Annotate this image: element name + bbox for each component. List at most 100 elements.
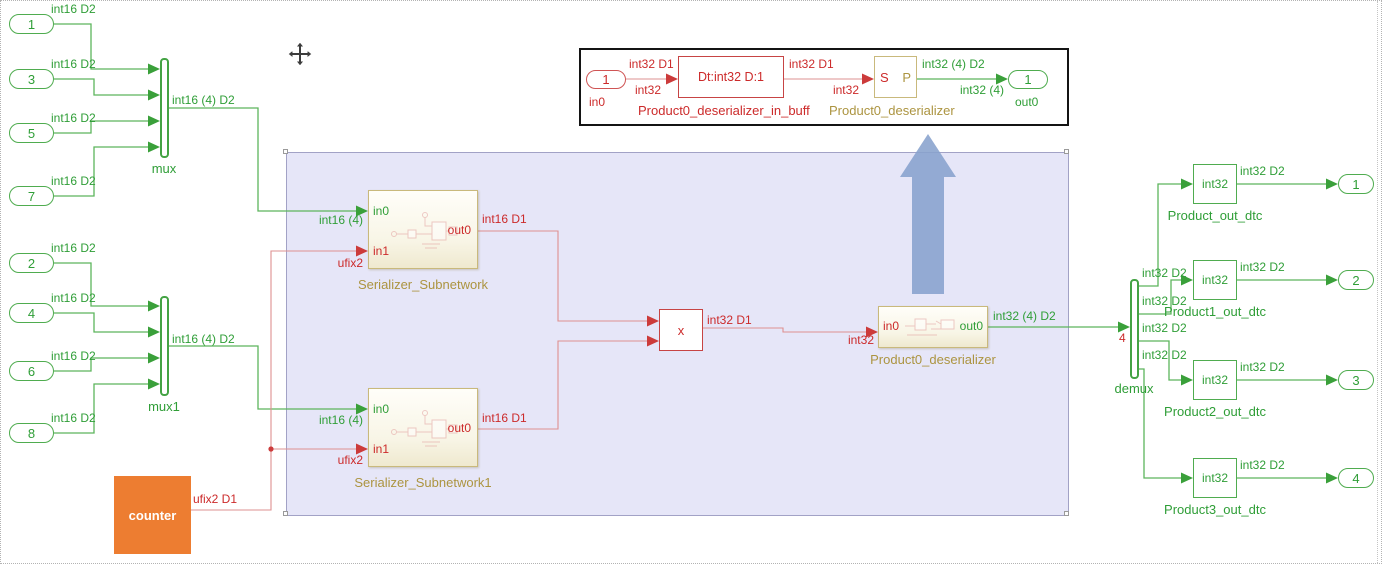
region-handle-bottom-right[interactable] xyxy=(1064,511,1069,516)
wire-dtc4-to-out4[interactable] xyxy=(1237,472,1338,484)
wire-dtc2-to-out2[interactable] xyxy=(1237,274,1338,286)
callout-sp-block[interactable]: S P xyxy=(874,56,917,98)
demux-out-signal-label: int32 D2 xyxy=(1142,294,1187,308)
callout-buffer-block[interactable]: Dt:int32 D:1 xyxy=(678,56,784,98)
signal-label: int16 D2 xyxy=(51,411,96,425)
product2-out-dtc-block[interactable]: int32 xyxy=(1193,360,1237,400)
wire-product-to-deserializer[interactable] xyxy=(703,326,878,338)
serializer-out0-port-label: out0 xyxy=(447,223,471,237)
product3-out-dtc-name: Product3_out_dtc xyxy=(1164,502,1266,517)
wire-in3-to-mux[interactable] xyxy=(54,78,160,101)
inport-5[interactable]: 5 xyxy=(9,123,54,143)
signal-label: int16 D2 xyxy=(51,57,96,71)
inport-8[interactable]: 8 xyxy=(9,423,54,443)
region-handle-top-left[interactable] xyxy=(283,149,288,154)
move-cursor-icon xyxy=(288,42,312,66)
canvas-edge-divider xyxy=(1377,1,1378,563)
mux-out-signal-label: int16 (4) D2 xyxy=(172,93,235,107)
callout-outport-label: out0 xyxy=(1015,95,1039,109)
dtc-out-signal-label: int32 D2 xyxy=(1240,164,1285,178)
wire-in8-to-mux1[interactable] xyxy=(54,378,160,434)
callout-inport-label: in0 xyxy=(589,95,606,109)
wire-counter-to-serializers[interactable] xyxy=(191,245,368,511)
deserializer-detail-callout[interactable]: 1 in0 int32 D1 int32 Dt:int32 D:1 Produc… xyxy=(579,48,1069,126)
serializer-subnetwork-block[interactable] xyxy=(368,190,478,269)
subsystem-preview xyxy=(391,410,458,447)
outport-4[interactable]: 4 xyxy=(1338,468,1374,488)
callout-wire-out[interactable] xyxy=(917,73,1008,85)
callout-seg1-type-label: int32 xyxy=(634,83,661,97)
signal-label: int16 D2 xyxy=(51,291,96,305)
serializer-subnetwork1-name: Serializer_Subnetwork1 xyxy=(354,475,492,490)
serializer1-out-signal-label: int16 D1 xyxy=(482,411,527,425)
serializer-subnetwork1-block[interactable] xyxy=(368,388,478,467)
dtc-out-signal-label: int32 D2 xyxy=(1240,360,1285,374)
signal-label: int16 D2 xyxy=(51,349,96,363)
product3-out-dtc-block[interactable]: int32 xyxy=(1193,458,1237,498)
mux1-out-signal-label: int16 (4) D2 xyxy=(172,332,235,346)
wire-serializer1-to-product[interactable] xyxy=(478,335,659,430)
wire-demux-out3[interactable] xyxy=(1138,340,1193,386)
counter-block[interactable]: counter xyxy=(114,476,191,554)
wire-mux-to-serializer[interactable] xyxy=(168,107,368,217)
wire-in5-to-mux[interactable] xyxy=(54,115,160,134)
counter-out-signal-label: ufix2 D1 xyxy=(193,492,238,506)
serializer1-out0-port-label: out0 xyxy=(447,421,471,435)
demux-out-signal-label: int32 D2 xyxy=(1142,348,1187,362)
wire-demux-out2[interactable] xyxy=(1138,274,1193,315)
wire-deserializer-to-demux[interactable] xyxy=(988,321,1130,333)
inport-1[interactable]: 1 xyxy=(9,14,54,34)
outport-3[interactable]: 3 xyxy=(1338,370,1374,390)
callout-outport-1[interactable]: 1 xyxy=(1008,70,1048,89)
product2-out-dtc-name: Product2_out_dtc xyxy=(1164,404,1266,419)
wire-dtc1-to-out1[interactable] xyxy=(1237,178,1338,190)
wire-serializer-to-product[interactable] xyxy=(478,230,659,327)
callout-wire-mid[interactable] xyxy=(784,73,874,85)
region-handle-top-right[interactable] xyxy=(1064,149,1069,154)
serializer-in0-port-label: in0 xyxy=(373,204,390,218)
demux-block[interactable] xyxy=(1130,279,1139,379)
wire-dtc3-to-out3[interactable] xyxy=(1237,374,1338,386)
deserializer-in0-port-label: in0 xyxy=(883,319,900,333)
wire-in4-to-mux1[interactable] xyxy=(54,312,160,338)
subsystem-preview xyxy=(391,212,458,249)
inport-7[interactable]: 7 xyxy=(9,186,54,206)
outport-1[interactable]: 1 xyxy=(1338,174,1374,194)
wire-in6-to-mux1[interactable] xyxy=(54,352,160,372)
wire-in2-to-mux1[interactable] xyxy=(54,262,160,312)
inport-2[interactable]: 2 xyxy=(9,253,54,273)
signal-label: int16 D2 xyxy=(51,241,96,255)
callout-seg3-signal-label: int32 (4) D2 xyxy=(922,57,985,71)
demux-out-signal-label: int32 D2 xyxy=(1142,266,1187,280)
outport-2[interactable]: 2 xyxy=(1338,270,1374,290)
mux1-name: mux1 xyxy=(148,399,180,414)
serializer1-in0-signal-label: int16 (4) xyxy=(318,413,363,427)
deserializer-out0-port-label: out0 xyxy=(959,319,983,333)
product-out-dtc-block[interactable]: int32 xyxy=(1193,164,1237,204)
wire-demux-out4[interactable] xyxy=(1138,368,1193,484)
wire-in1-to-mux[interactable] xyxy=(54,23,160,75)
signal-label: int16 D2 xyxy=(51,2,96,16)
wire-in7-to-mux[interactable] xyxy=(54,141,160,197)
serializer-out-signal-label: int16 D1 xyxy=(482,212,527,226)
mux-block[interactable] xyxy=(160,58,169,158)
serializer-in1-signal-label: ufix2 xyxy=(337,256,363,270)
callout-inport-1[interactable]: 1 xyxy=(586,70,626,89)
zoom-annotation-arrow[interactable] xyxy=(891,131,966,301)
callout-wire-in[interactable] xyxy=(626,73,678,85)
mux1-block[interactable] xyxy=(160,296,169,396)
product1-out-dtc-name: Product1_out_dtc xyxy=(1164,304,1266,319)
callout-seg2-type-label: int32 xyxy=(832,83,859,97)
inport-6[interactable]: 6 xyxy=(9,361,54,381)
region-handle-bottom-left[interactable] xyxy=(283,511,288,516)
inport-3[interactable]: 3 xyxy=(9,69,54,89)
product0-deserializer-block[interactable] xyxy=(878,306,988,348)
wire-mux1-to-serializer1[interactable] xyxy=(168,345,368,415)
product1-out-dtc-block[interactable]: int32 xyxy=(1193,260,1237,300)
inport-4[interactable]: 4 xyxy=(9,303,54,323)
wire-demux-out1[interactable] xyxy=(1138,178,1193,287)
mux-name: mux xyxy=(151,161,177,176)
product-block[interactable]: x xyxy=(659,309,703,351)
